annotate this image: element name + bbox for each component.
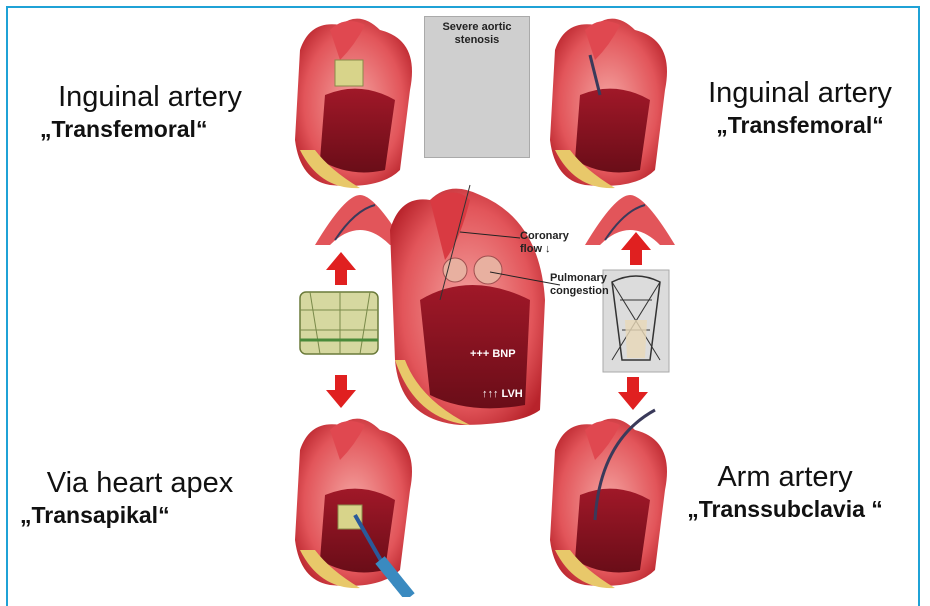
valve-icon <box>335 60 363 86</box>
heart-bottom-right <box>550 410 667 588</box>
coronary-flow-label: Coronary flow ↓ <box>520 230 569 256</box>
arrow-down-right <box>618 377 648 410</box>
bnp-label: +++ BNP <box>470 348 516 360</box>
lvh-label: ↑↑↑ LVH <box>482 388 523 400</box>
label-top-left: Inguinal artery „Transfemoral“ <box>30 80 270 144</box>
access-route-title: Arm artery <box>660 460 910 494</box>
stenosis-inset-title: Severe aortic stenosis <box>425 21 529 47</box>
arrow-up-right <box>621 232 651 265</box>
stenosis-inset: Severe aortic stenosis <box>424 16 530 158</box>
valve-device-left <box>300 292 378 354</box>
label-bottom-right: Arm artery „Transsubclavia “ <box>660 460 910 524</box>
heart-top-left <box>295 19 412 189</box>
access-route-title: Inguinal artery <box>690 76 910 110</box>
access-route-title: Via heart apex <box>20 466 260 500</box>
label-top-right: Inguinal artery „Transfemoral“ <box>690 76 910 140</box>
access-route-name: „Transapikal“ <box>20 500 260 530</box>
heart-bottom-left <box>295 419 412 597</box>
valve-device-right <box>603 270 669 372</box>
access-route-title: Inguinal artery <box>30 80 270 114</box>
heart-center <box>390 185 560 425</box>
arrow-up-left <box>326 252 356 285</box>
artery-arch-right <box>585 195 675 245</box>
access-route-name: „Transfemoral“ <box>690 110 910 140</box>
access-route-name: „Transfemoral“ <box>30 114 270 144</box>
arrow-down-left <box>326 375 356 408</box>
access-route-name: „Transsubclavia “ <box>660 494 910 524</box>
heart-top-right <box>550 19 667 189</box>
pulmonary-congestion-label: Pulmonary congestion <box>550 272 609 298</box>
label-bottom-left: Via heart apex „Transapikal“ <box>20 466 260 530</box>
